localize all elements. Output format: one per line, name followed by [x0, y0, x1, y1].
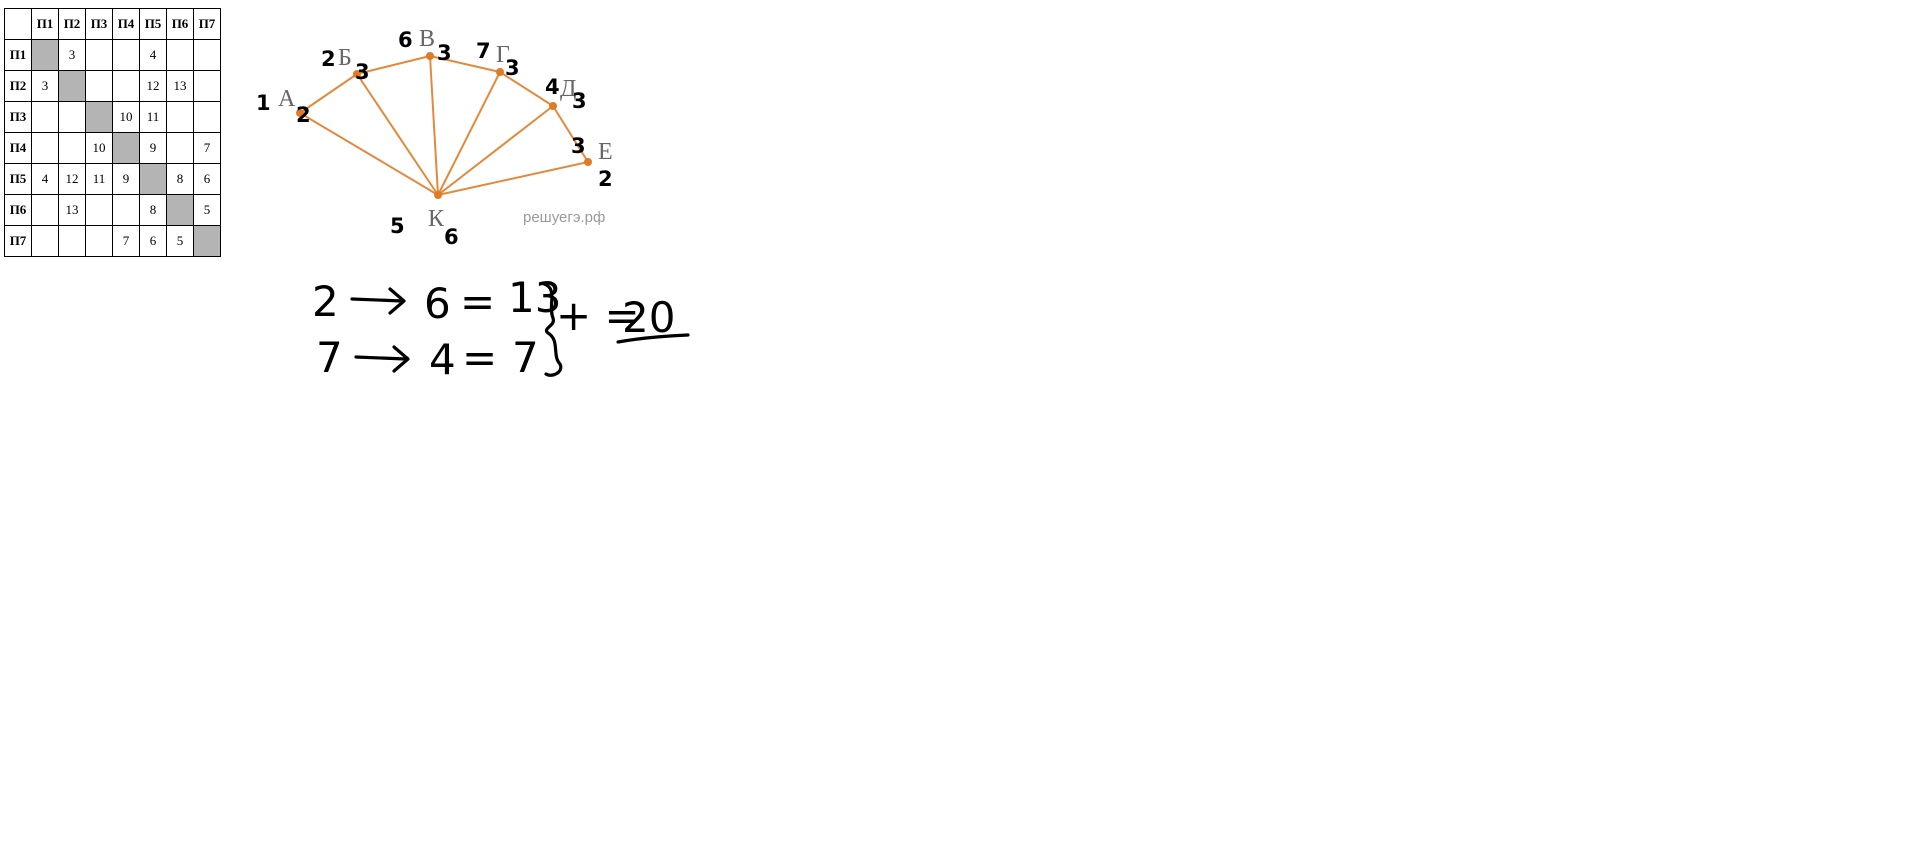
table-cell: 10 [112, 101, 140, 133]
hw-deg-v: 3 [437, 41, 452, 65]
table-cell [58, 225, 86, 257]
handwritten-annotations: 1 2 2 3 6 3 7 3 4 3 3 2 5 6 [256, 28, 613, 249]
vertex-g [496, 68, 504, 76]
edge-v-g [429, 55, 501, 73]
edge-g-k [437, 71, 501, 196]
vertex-label-a: А [278, 86, 296, 112]
vertex-e [584, 158, 592, 166]
column-header: П6 [166, 8, 194, 40]
table-cell: 8 [139, 194, 167, 226]
edge-a-k [299, 112, 439, 196]
edge-e-k [437, 161, 589, 196]
vertex-label-g: Г [496, 42, 510, 68]
graph-vertices [296, 52, 592, 199]
table-cell: 12 [58, 163, 86, 195]
hw-deg-g: 3 [505, 56, 520, 80]
watermark: решуегэ.рф [523, 209, 605, 226]
table-cell [112, 194, 140, 226]
calc-result: 20 [622, 293, 675, 342]
diagonal-cell [112, 132, 140, 164]
calc-sum-sign: + = [556, 291, 640, 340]
vertex-label-v: В [419, 26, 435, 52]
edge-b-v [356, 55, 431, 75]
table-cell [85, 70, 113, 102]
vertex-v [426, 52, 434, 60]
table-cell: 11 [85, 163, 113, 195]
edge-a-b [299, 73, 358, 114]
row-header: П2 [4, 70, 32, 102]
edge-b-k [356, 73, 439, 196]
table-cell: 5 [166, 225, 194, 257]
hw-deg-d: 3 [572, 89, 587, 113]
hw-num-k: 5 [390, 214, 405, 238]
calc-line2-to: 4 [429, 335, 456, 384]
calc-brace [542, 282, 563, 377]
calc-line1-arrow [350, 287, 406, 315]
hw-deg-e: 2 [598, 167, 613, 191]
table-cell: 9 [112, 163, 140, 195]
calc-line1-from: 2 [312, 277, 339, 326]
diagonal-cell [193, 225, 221, 257]
vertex-label-b: Б [338, 45, 352, 71]
vertex-a [296, 109, 304, 117]
table-cell [31, 101, 59, 133]
table-cell [31, 225, 59, 257]
hw-num-d: 4 [545, 75, 560, 99]
vertex-b [353, 70, 361, 78]
diagonal-cell [139, 163, 167, 195]
hw-deg-b: 3 [355, 60, 370, 84]
hw-num-g: 7 [476, 39, 491, 63]
table-cell: 3 [31, 70, 59, 102]
hw-num-v: 6 [398, 28, 413, 52]
calc-line2-arrow [354, 345, 410, 373]
row-header: П3 [4, 101, 32, 133]
hw-num-a: 1 [256, 91, 271, 115]
edge-v-k [429, 55, 439, 196]
table-cell: 9 [139, 132, 167, 164]
vertex-label-e: Е [598, 139, 613, 165]
vertex-d [549, 102, 557, 110]
table-cell [166, 39, 194, 71]
handwritten-calculation: 2 6 = 13 7 4 = 7 + = 20 [312, 273, 690, 384]
hw-deg-a: 2 [296, 103, 311, 127]
hw-deg-k: 6 [444, 225, 459, 249]
diagonal-cell [166, 194, 194, 226]
calc-line1-to: 6 [424, 279, 451, 328]
calc-result-underline [616, 333, 690, 344]
table-cell: 7 [193, 132, 221, 164]
edge-d-e [552, 105, 589, 163]
hw-num-b: 2 [321, 47, 336, 71]
edge-g-d [499, 71, 554, 107]
calc-line2-eq: = [462, 333, 497, 382]
row-header: П6 [4, 194, 32, 226]
calc-line2-from: 7 [316, 333, 343, 382]
row-header: П7 [4, 225, 32, 257]
graph-edges [299, 55, 589, 196]
vertex-label-d: Д [560, 76, 576, 102]
vertex-k [434, 191, 442, 199]
table-cell: 4 [139, 39, 167, 71]
table-cell: 8 [166, 163, 194, 195]
calc-line1-eq: = [460, 277, 495, 326]
table-cell [85, 225, 113, 257]
vertex-label-k: К [428, 206, 445, 232]
table-cell [31, 132, 59, 164]
edge-d-k [437, 105, 554, 196]
table-cell [112, 39, 140, 71]
calc-line2-value: 7 [512, 333, 539, 382]
hw-num-e: 3 [571, 134, 586, 158]
column-header: П3 [85, 8, 113, 40]
